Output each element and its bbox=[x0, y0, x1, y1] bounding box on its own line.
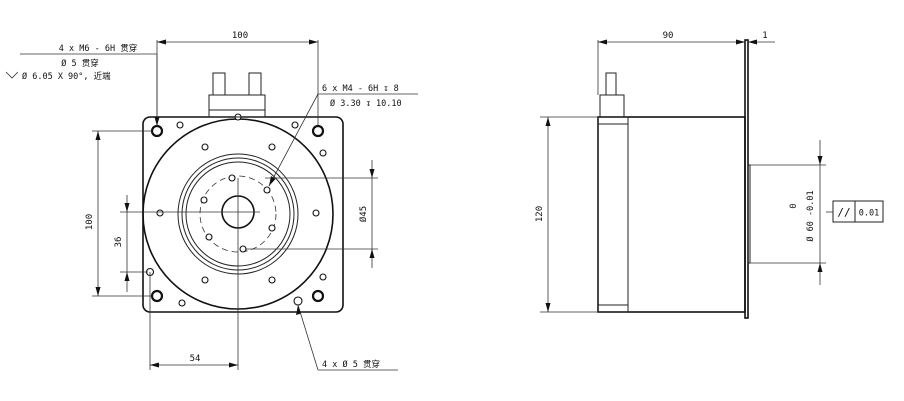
m4-hole bbox=[228, 174, 236, 182]
cable-gland-side bbox=[599, 94, 625, 118]
outer-hole bbox=[178, 299, 186, 307]
corner-tapped-hole bbox=[311, 289, 325, 303]
outer-hole bbox=[319, 149, 327, 157]
callout-tapped-line1: 4 x M6 - 6H 贯穿 bbox=[59, 43, 137, 54]
dim-dia60-label: Ø 60 -0.01 bbox=[805, 190, 816, 241]
outer-hole bbox=[268, 276, 276, 284]
dim-width-label: 100 bbox=[232, 31, 248, 41]
m4-hole bbox=[200, 196, 208, 204]
callout-center-line1: 6 x M4 - 6H ↧ 8 bbox=[322, 84, 399, 94]
outer-hole bbox=[291, 121, 299, 129]
callout-through-holes: 4 x Ø 5 贯穿 bbox=[296, 304, 398, 371]
outer-hole bbox=[176, 121, 184, 129]
tolerance-value: 0.01 bbox=[859, 209, 879, 219]
front-view: 100 100 36 54 Ø45 4 x M6 - 6H 贯穿 bbox=[5, 31, 418, 371]
dim-36-label: 36 bbox=[114, 237, 124, 248]
m4-hole bbox=[268, 224, 276, 232]
callout-tapped-holes: 4 x M6 - 6H 贯穿 Ø 5 贯穿 Ø 6.05 X 90°, 近端 bbox=[5, 43, 160, 126]
dim-height-label: 100 bbox=[85, 214, 95, 230]
cable-glands bbox=[208, 72, 266, 118]
m4-hole bbox=[205, 233, 213, 241]
dim-54-label: 54 bbox=[190, 354, 201, 364]
outer-hole bbox=[293, 296, 303, 306]
pitch-circle bbox=[199, 175, 277, 253]
outer-hole bbox=[156, 209, 164, 217]
outer-hole bbox=[268, 143, 276, 151]
outer-hole bbox=[319, 273, 327, 281]
dim-flange-label: 1 bbox=[762, 31, 767, 41]
callout-tapped-line3: Ø 6.05 X 90°, 近端 bbox=[22, 71, 111, 82]
dim-side-height-label: 120 bbox=[535, 206, 545, 222]
corner-tapped-hole bbox=[311, 124, 325, 138]
side-view: 90 1 120 Ø 60 -0.01 0 // 0.01 bbox=[535, 31, 884, 319]
tolerance-symbol: // bbox=[837, 206, 850, 219]
callout-center-holes: 6 x M4 - 6H ↧ 8 Ø 3.30 ↧ 10.10 bbox=[268, 84, 418, 187]
pilot-boss bbox=[747, 164, 751, 264]
tolerance-frame: // 0.01 bbox=[826, 200, 884, 223]
outer-hole bbox=[312, 209, 320, 217]
corner-tapped-hole bbox=[150, 289, 164, 303]
callout-tapped-line2: Ø 5 贯穿 bbox=[61, 58, 98, 69]
motor-body bbox=[597, 116, 746, 313]
outer-hole bbox=[201, 276, 209, 284]
corner-tapped-hole bbox=[150, 124, 164, 138]
end-cap bbox=[597, 116, 629, 313]
cable-stub bbox=[605, 72, 617, 96]
callout-center-line2: Ø 3.30 ↧ 10.10 bbox=[330, 98, 402, 109]
dim-dia60-upper: 0 bbox=[789, 203, 799, 208]
dim-length-label: 90 bbox=[663, 31, 674, 41]
dim-dia45-label: Ø45 bbox=[358, 206, 369, 222]
outer-hole bbox=[201, 143, 209, 151]
m4-hole bbox=[263, 186, 271, 194]
callout-through-label: 4 x Ø 5 贯穿 bbox=[322, 359, 380, 370]
